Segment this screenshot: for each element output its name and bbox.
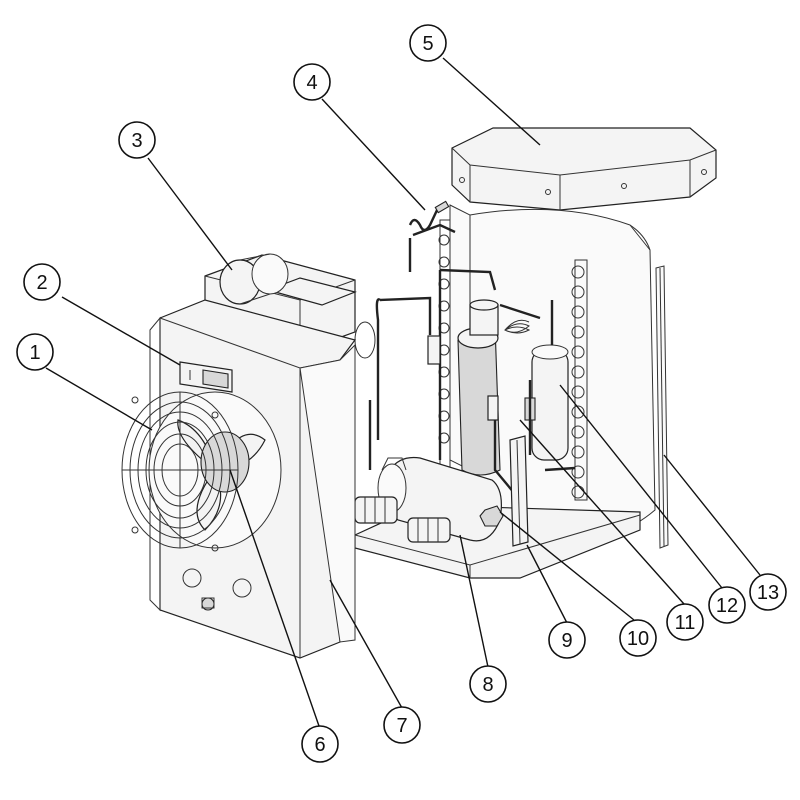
side-strip [655, 265, 669, 549]
callout-label-3: 3 [131, 130, 142, 152]
callout-label-13: 13 [757, 582, 779, 604]
callout-4: 4 [293, 63, 331, 101]
callout-7: 7 [383, 706, 421, 744]
callout-11: 11 [666, 603, 704, 641]
callout-label-2: 2 [36, 272, 47, 294]
water-connector-left [354, 496, 398, 524]
callout-2: 2 [23, 263, 61, 301]
compressor [457, 299, 501, 476]
callout-10: 10 [619, 619, 657, 657]
callout-label-9: 9 [561, 630, 572, 652]
callout-9: 9 [548, 621, 586, 659]
mounting-bracket [509, 435, 529, 547]
callout-label-6: 6 [314, 734, 325, 756]
callout-8: 8 [469, 665, 507, 703]
callout-label-4: 4 [306, 72, 317, 94]
callout-12: 12 [708, 586, 746, 624]
expansion-coil [504, 319, 536, 455]
receiver-tank [531, 300, 569, 461]
leader-lines [45, 57, 761, 727]
callout-6: 6 [301, 725, 339, 763]
top-cover [451, 127, 717, 211]
refrigerant-piping [354, 223, 576, 501]
callout-13: 13 [749, 573, 787, 611]
panel-ports [182, 568, 252, 611]
callout-label-1: 1 [29, 342, 40, 364]
callout-label-7: 7 [396, 715, 407, 737]
callout-label-10: 10 [627, 628, 649, 650]
heat-exchanger [354, 456, 504, 543]
callout-3: 3 [118, 121, 156, 159]
callout-label-8: 8 [482, 674, 493, 696]
callout-label-5: 5 [422, 33, 433, 55]
water-connector-right [407, 517, 451, 543]
fan-guard [121, 391, 239, 552]
sensor-probe [408, 200, 450, 232]
callout-label-12: 12 [716, 595, 738, 617]
callout-label-11: 11 [675, 612, 696, 634]
callout-5: 5 [409, 24, 447, 62]
callout-1: 1 [16, 333, 54, 371]
controller-display [179, 361, 233, 393]
